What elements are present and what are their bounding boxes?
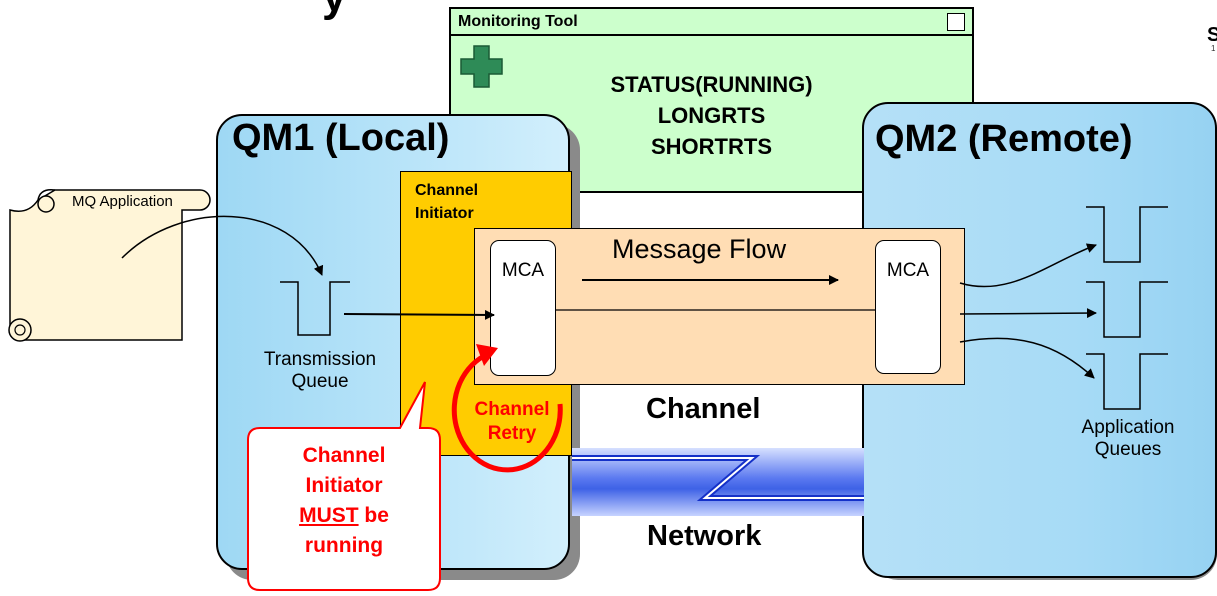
transmission-queue-label-line2: Queue <box>291 371 349 392</box>
mca-remote: MCA <box>875 240 941 374</box>
qm1-title: QM1 (Local) <box>232 117 450 159</box>
channel-retry-label-line2: Retry <box>487 423 537 444</box>
mca-to-appq1-arrow <box>959 243 1097 288</box>
status-line: STATUS(RUNNING) <box>610 72 813 97</box>
application-queue-2-icon <box>1086 281 1168 338</box>
channel-initiator-label-line1: Channel <box>415 182 479 199</box>
mca-to-appq3-arrow <box>959 337 1095 379</box>
channel-initiator-label: Channel Initiator <box>415 179 478 225</box>
transmission-queue-label: Transmission Queue <box>230 349 410 393</box>
qm2-box <box>862 102 1217 578</box>
application-queue-1-icon <box>1086 206 1168 263</box>
callout-line3-rest: be <box>358 504 389 527</box>
longrts-line: LONGRTS <box>657 103 766 128</box>
channel-retry-label-line1: Channel <box>474 399 550 420</box>
channel-retry-arrowhead <box>476 344 498 366</box>
callout-text: Channel Initiator MUST be running <box>252 441 436 561</box>
message-flow-label: Message Flow <box>612 234 787 264</box>
channel-initiator-label-line2: Initiator <box>415 205 474 222</box>
shortrts-line: SHORTRTS <box>651 134 772 159</box>
transmission-queue-label-line1: Transmission <box>263 349 377 370</box>
mca-to-appq2-arrow <box>959 308 1097 319</box>
callout-line4: running <box>304 534 384 557</box>
callout-line1: Channel <box>302 444 386 467</box>
app-to-xmitq-arrow <box>121 215 324 276</box>
window-maximize-button[interactable] <box>947 13 965 31</box>
green-plus-icon <box>460 45 503 88</box>
corner-logo-fragment-small: 1 <box>1211 44 1216 53</box>
channel-retry-label: Channel Retry <box>452 398 572 446</box>
callout-bubble <box>247 381 441 591</box>
application-queues-label-line2: Queues <box>1094 439 1162 460</box>
monitoring-status-lines: STATUS(RUNNING) LONGRTS SHORTRTS <box>451 69 972 162</box>
application-queue-3-icon <box>1086 353 1168 410</box>
network-label: Network <box>647 520 762 552</box>
title-fragment: y <box>322 0 347 22</box>
network-zigzag <box>572 455 864 501</box>
channel-retry-circle <box>451 351 563 473</box>
transmission-queue-icon <box>280 281 350 336</box>
callout-line2: Initiator <box>305 474 383 497</box>
channel-label: Channel <box>646 393 761 425</box>
callout-must-emphasis: MUST <box>299 504 359 527</box>
qm2-title: QM2 (Remote) <box>875 118 1133 160</box>
mq-application-label: MQ Application <box>72 193 173 210</box>
mq-application-scroll-icon <box>8 188 211 342</box>
corner-logo-fragment: S <box>1207 24 1217 46</box>
application-queues-label-line1: Application <box>1081 417 1175 438</box>
monitoring-tool-title: Monitoring Tool <box>451 9 972 36</box>
xmitq-to-mca-arrow <box>343 309 495 320</box>
mca-local: MCA <box>490 240 556 376</box>
application-queues-label: Application Queues <box>1048 417 1208 461</box>
